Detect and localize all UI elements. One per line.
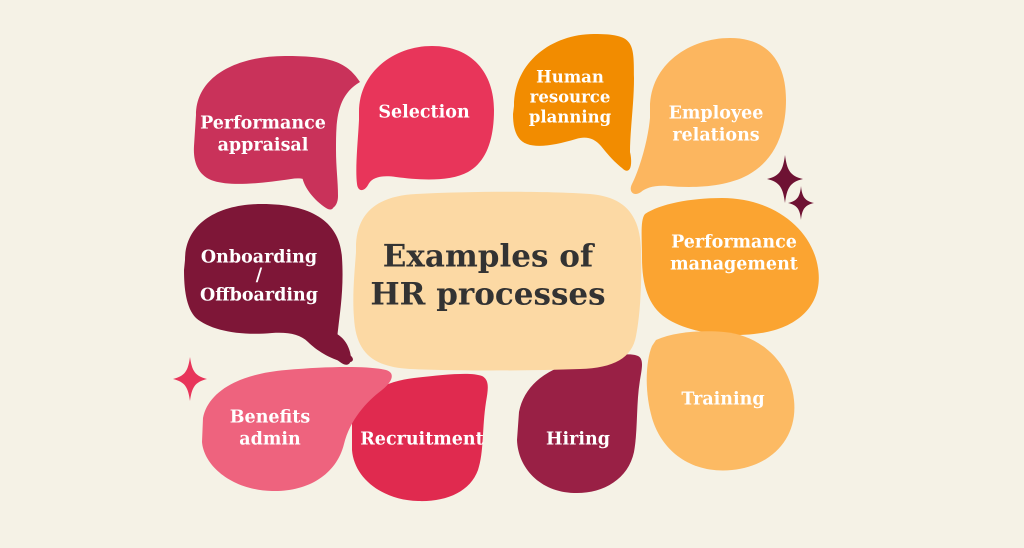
blob-human-resource-planning-line-1: Human: [536, 68, 604, 87]
blob-hiring-label: Hiring: [546, 430, 610, 450]
sparkle-top-right-small-icon: [788, 186, 814, 220]
blob-performance-appraisal-line-1: Performance: [200, 114, 326, 134]
blob-human-resource-planning-line-3: planning: [529, 108, 612, 127]
blob-performance-appraisal-shape: [193, 56, 360, 209]
blob-onboarding-offboarding-line-1: Onboarding: [201, 248, 317, 268]
blob-onboarding-offboarding-line-2: /: [256, 266, 263, 286]
blob-training[interactable]: Training: [646, 331, 795, 471]
blob-onboarding-offboarding-shape: [184, 204, 353, 363]
blob-performance-management-shape: [641, 198, 819, 336]
blob-benefits-admin-line-2: admin: [239, 430, 301, 450]
blob-performance-management-line-2: management: [670, 255, 798, 275]
blob-human-resource-planning-shape: [513, 34, 634, 168]
blob-onboarding-offboarding-tail: [316, 329, 351, 365]
blob-employee-relations[interactable]: Employee relations: [630, 38, 786, 195]
blob-selection-label: Selection: [378, 103, 470, 123]
blob-performance-management[interactable]: Performance management: [641, 198, 819, 336]
center-title-line-2: HR processes: [370, 277, 605, 313]
blob-employee-relations-line-2: relations: [672, 126, 759, 146]
blob-human-resource-planning[interactable]: Human resource planning: [513, 34, 634, 171]
sparkle-top-right-large-icon: [767, 155, 803, 203]
blob-performance-appraisal[interactable]: Performance appraisal: [193, 56, 360, 210]
blob-hiring-shape: [517, 354, 642, 494]
blob-benefits-admin[interactable]: Benefits admin: [202, 367, 392, 492]
blob-onboarding-offboarding-line-3: Offboarding: [200, 286, 318, 306]
blob-employee-relations-shape: [630, 38, 786, 195]
center-blob[interactable]: Examples of HR processes: [353, 191, 642, 371]
blob-hiring[interactable]: Hiring: [517, 354, 642, 494]
blob-recruitment-label: Recruitment: [360, 430, 483, 450]
sparkle-left-icon: [173, 357, 207, 401]
blob-selection[interactable]: Selection: [356, 46, 494, 191]
blob-human-resource-planning-tail: [604, 138, 632, 171]
blob-training-label: Training: [681, 390, 764, 410]
blob-benefits-admin-line-1: Benefits: [230, 408, 311, 428]
blob-onboarding-offboarding[interactable]: Onboarding / Offboarding: [184, 204, 353, 365]
blob-employee-relations-line-1: Employee: [669, 104, 764, 124]
blob-human-resource-planning-line-2: resource: [530, 88, 611, 107]
blob-performance-management-line-1: Performance: [671, 233, 797, 253]
blob-selection-shape: [356, 46, 494, 191]
blob-training-shape: [646, 331, 795, 471]
blob-recruitment[interactable]: Recruitment: [352, 373, 488, 502]
blob-performance-appraisal-line-2: appraisal: [218, 136, 309, 156]
center-blob-shape: [353, 191, 642, 371]
blob-recruitment-shape: [352, 373, 488, 502]
center-title-line-1: Examples of: [383, 239, 595, 275]
blob-performance-appraisal-tail: [302, 175, 335, 210]
blob-benefits-admin-shape: [202, 367, 392, 492]
